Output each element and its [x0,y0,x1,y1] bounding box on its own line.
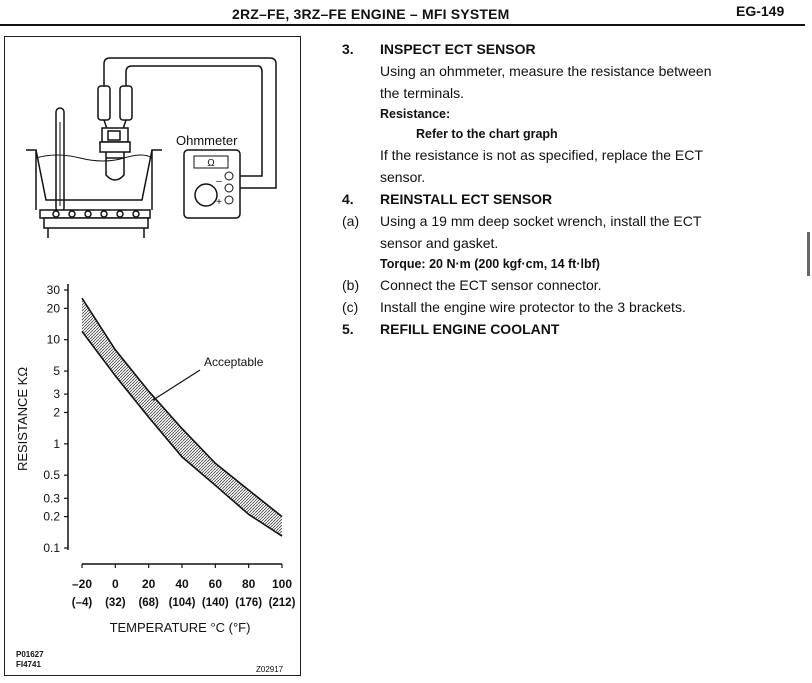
test-lead-lower [125,65,263,177]
resistance-temperature-chart: 30 20 10 5 3 2 1 0.5 0.3 0.2 0.1 –20 (–4) 0 (32) 20 (68… [15,283,296,635]
step-4-title: REINSTALL ECT SENSOR [380,191,553,207]
x-tick-label: 20 [142,577,156,591]
x-tick-sublabel: (176) [235,597,262,609]
step-3-line-3: If the resistance is not as specified, r… [380,147,703,163]
header-title: 2RZ–FE, 3RZ–FE ENGINE – MFI SYSTEM [232,6,510,22]
x-tick-sublabel: (104) [169,597,196,609]
step-4a-label: (a) [342,213,360,229]
y-tick-label: 10 [47,333,61,347]
x-tick-label: –20 [72,577,92,591]
figure-code-1: P01627 [16,650,44,659]
ohmmeter-label: Ohmmeter [176,133,238,148]
step-4-number: 4. [342,191,354,207]
x-tick-label: 80 [242,577,256,591]
x-tick-label: 60 [209,577,223,591]
step-4c-text: Install the engine wire protector to the… [380,299,686,315]
y-tick-label: 3 [53,387,60,401]
y-tick-label: 0.2 [43,510,60,524]
y-tick-label: 1 [53,437,60,451]
acceptable-band [82,298,282,537]
resistance-spec-value: Refer to the chart graph [416,127,558,141]
figure-box [4,36,301,676]
figure-code-2: FI4741 [16,660,41,669]
step-5: 5. REFILL ENGINE COOLANT [342,318,802,340]
step-4b-label: (b) [342,277,360,293]
x-ticks: –20 (–4) 0 (32) 20 (68) 40 (104) 60 (140) 80 (176) 1… [72,564,296,609]
step-3-number: 3. [342,41,354,57]
test-lead-upper [103,57,277,189]
figure-code-3: Z02917 [256,665,284,674]
x-tick-label: 100 [272,577,292,591]
x-tick-label: 0 [112,577,119,591]
ohm-symbol: Ω [207,158,215,169]
step-3-line-4: sensor. [380,169,426,185]
x-tick-sublabel: (140) [202,597,229,609]
probe-left [97,85,111,121]
step-3-line-1: Using an ohmmeter, measure the resistanc… [380,63,712,79]
minus-sign: – [216,176,222,187]
thermometer-icon [55,107,65,213]
header-rule [0,24,805,26]
resistance-spec-label: Resistance: [380,107,451,121]
ect-sensor-icon [99,127,131,181]
step-4: 4. REINSTALL ECT SENSOR [342,188,802,210]
y-tick-label: 5 [53,364,60,378]
y-tick-label: 0.1 [43,541,60,555]
step-3: 3. INSPECT ECT SENSOR [342,38,802,60]
acceptable-leader-line [152,369,201,401]
x-tick-sublabel: (212) [269,597,296,609]
x-axis-label: TEMPERATURE °C (°F) [110,620,251,635]
y-tick-label: 0.5 [43,468,60,482]
x-tick-sublabel: (32) [105,597,126,609]
water-container-icon [26,149,162,210]
y-tick-label: 2 [53,405,60,419]
x-tick-sublabel: (68) [138,597,159,609]
x-tick-sublabel: (–4) [72,597,93,609]
band-upper-line [81,297,283,518]
page-edge-mark [807,232,810,276]
step-4c-label: (c) [342,299,359,315]
plus-sign: + [216,197,222,208]
torque-spec: Torque: 20 N·m (200 kgf·cm, 14 ft·lbf) [380,257,600,271]
probe-right [119,85,133,121]
step-4b-text: Connect the ECT sensor connector. [380,277,602,293]
step-4c: (c) Install the engine wire protector to… [342,296,802,318]
ohmmeter-icon [183,149,241,219]
y-tick-label: 20 [47,301,61,315]
y-tick-label: 0.3 [43,491,60,505]
step-4a: (a) Using a 19 mm deep socket wrench, in… [342,210,802,232]
band-lower-line [81,330,283,537]
y-axis-label: RESISTANCE KΩ [15,367,30,471]
sensor-test-illustration [26,57,277,238]
procedure-steps: 3. INSPECT ECT SENSOR Using an ohmmeter,… [342,38,802,340]
x-tick-label: 40 [175,577,189,591]
y-ticks: 30 20 10 5 3 2 1 0.5 0.3 0.2 0.1 [43,283,68,555]
step-5-title: REFILL ENGINE COOLANT [380,321,560,337]
step-4a-line-2: sensor and gasket. [380,235,499,251]
step-4b: (b) Connect the ECT sensor connector. [342,274,802,296]
step-3-title: INSPECT ECT SENSOR [380,41,536,57]
step-3-line-2: the terminals. [380,85,465,101]
heater-icon [39,209,151,238]
page-number: EG-149 [736,3,785,19]
y-tick-label: 30 [47,283,61,297]
acceptable-label: Acceptable [204,355,264,369]
step-5-number: 5. [342,321,354,337]
step-4a-line-1: Using a 19 mm deep socket wrench, instal… [380,213,702,229]
